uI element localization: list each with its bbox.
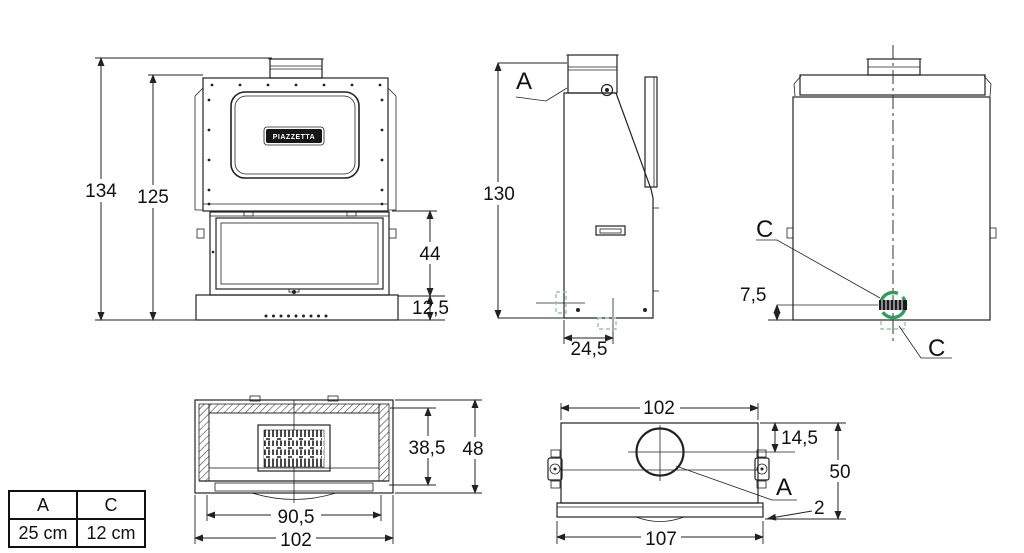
front-window-frame-inner xyxy=(234,95,356,175)
back-flue-collar-drawing xyxy=(866,58,922,76)
side-bolt-center xyxy=(605,88,609,92)
side-dimensions: 130 24,5 xyxy=(480,62,614,360)
side-hole-left xyxy=(576,308,580,312)
side-vent-slot xyxy=(595,225,626,236)
dim-firebox-total-depth: 48 xyxy=(462,439,483,460)
dim-firebox-inner-depth: 38,5 xyxy=(409,438,446,459)
front-right-wing xyxy=(387,87,397,211)
front-view: PIAZZETTA xyxy=(82,57,449,321)
firebox-notch-right xyxy=(327,395,339,402)
front-door-section xyxy=(196,211,397,296)
legend-value-a: 25 cm xyxy=(8,518,78,548)
dim-firebox-inner-width: 90,5 xyxy=(278,507,315,528)
back-tab-left xyxy=(786,227,794,239)
firebox-grate xyxy=(257,424,331,472)
firebox-notch-left xyxy=(249,395,261,402)
dim-front-base-height: 12,5 xyxy=(412,298,449,319)
side-hole-right xyxy=(643,308,647,312)
legend-value-c: 12 cm xyxy=(76,518,146,548)
dim-front-total-height: 134 xyxy=(85,181,117,202)
air-inlet-grille xyxy=(879,300,907,310)
plan-top-bracket-right xyxy=(754,449,770,489)
back-view: 7,5 C C xyxy=(740,45,997,362)
dim-plan-top-body-width: 102 xyxy=(643,398,675,419)
front-flue-collar-drawing xyxy=(268,58,324,79)
front-base-plinth xyxy=(195,294,399,321)
plan-top-dimensions: 102 14,5 50 2 107 xyxy=(556,398,853,550)
dim-plan-top-flue-offset: 14,5 xyxy=(781,428,818,449)
plan-top-body xyxy=(560,422,759,504)
dim-firebox-outer-width: 102 xyxy=(280,530,312,551)
side-view: 130 24,5 A xyxy=(480,54,659,360)
front-left-wing xyxy=(194,87,204,211)
back-rail-hooks xyxy=(793,75,992,97)
air-inlet-dashed-bracket xyxy=(880,321,906,330)
brand-plate: PIAZZETTA xyxy=(263,126,325,146)
dim-side-height: 130 xyxy=(483,184,515,205)
dim-back-inlet-height: 7,5 xyxy=(740,285,766,306)
air-inlet-label-bottom: C xyxy=(928,335,945,362)
legend-table: A C 25 cm 12 cm xyxy=(8,490,146,548)
back-air-inlet xyxy=(878,290,908,330)
back-inlet-callout-top: C xyxy=(756,216,881,299)
front-screw-dots xyxy=(207,83,384,206)
plan-top-flue-callout: A xyxy=(675,465,797,501)
back-tab-right xyxy=(989,227,997,239)
plan-top-view: 102 14,5 50 2 107 A xyxy=(547,398,853,550)
plan-firebox-dimensions: 38,5 48 90,5 102 xyxy=(194,399,486,551)
plan-top-flue-label: A xyxy=(776,474,792,501)
back-body xyxy=(792,96,991,321)
side-green-zone-bottom xyxy=(597,317,617,330)
legend-header-c: C xyxy=(76,490,146,520)
side-body-profile xyxy=(563,92,654,319)
dim-plan-top-base-width: 107 xyxy=(645,529,677,550)
dim-plan-top-base-edge: 2 xyxy=(814,498,825,519)
front-upper-panel xyxy=(202,77,389,212)
side-flue-collar-drawing xyxy=(566,54,619,94)
air-inlet-green-ring xyxy=(878,290,908,320)
front-dimensions: 134 125 44 12,5 xyxy=(82,57,449,321)
side-rear-panel xyxy=(644,76,658,188)
side-flue-label: A xyxy=(516,68,532,95)
dim-plan-top-total-depth: 50 xyxy=(829,462,850,483)
dim-side-flue-center: 24,5 xyxy=(571,339,608,360)
plan-firebox-view: 38,5 48 90,5 102 xyxy=(194,395,486,551)
back-dimensions: 7,5 xyxy=(740,285,878,321)
side-bolt xyxy=(600,83,614,97)
legend-header-a: A xyxy=(8,490,78,520)
side-green-zone-left xyxy=(555,291,567,314)
front-window-frame-outer xyxy=(230,91,360,179)
brand-plate-label: PIAZZETTA xyxy=(273,134,315,141)
plan-top-base-lip xyxy=(556,502,764,522)
back-inlet-callout-bottom: C xyxy=(898,325,952,362)
plan-top-bracket-left xyxy=(547,449,563,489)
side-flue-callout: A xyxy=(515,68,568,102)
plan-top-flue-outlet xyxy=(628,425,795,481)
dim-front-door-height: 44 xyxy=(419,244,441,265)
air-inlet-label-top: C xyxy=(756,216,773,243)
dim-front-body-height: 125 xyxy=(137,187,169,208)
